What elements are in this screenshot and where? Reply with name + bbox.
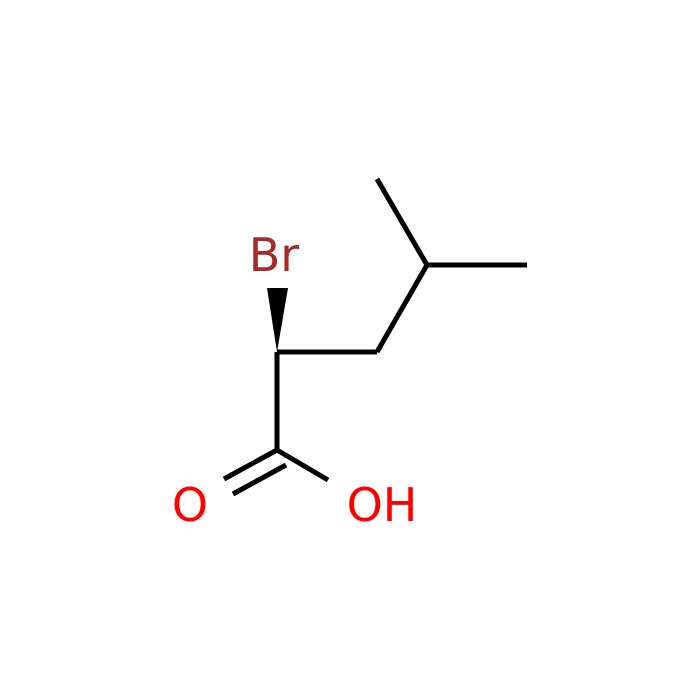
wedge-bond-to-bromine — [267, 288, 288, 352]
bond-ch-to-ch2 — [374, 263, 430, 354]
carbonyl-oxygen-label: O — [172, 478, 208, 532]
bromine-label: Br — [249, 228, 300, 282]
double-bond-line-1 — [222, 447, 279, 482]
double-bond-line-2 — [231, 462, 288, 497]
hydroxyl-label: OH — [347, 478, 418, 532]
bond-carboxyl-to-hydroxyl — [275, 447, 330, 483]
bond-methyl-top-to-ch — [374, 177, 430, 267]
